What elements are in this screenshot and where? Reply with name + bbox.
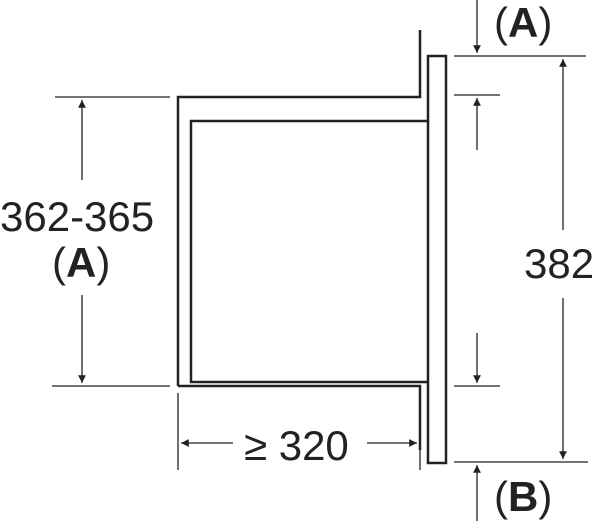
cabinet-outline [176, 30, 422, 386]
bottom-gap-letter: B [508, 473, 539, 520]
height-range-label: 362-365 [0, 193, 155, 240]
front-panel [426, 54, 448, 465]
depth-label: ≥ 320 [244, 422, 349, 469]
appliance-body [189, 119, 428, 384]
height-note-letter: A [66, 239, 97, 286]
total-height-label: 382 [524, 240, 595, 287]
top-gap-label: (A) [494, 0, 553, 46]
bottom-gap-label: (B) [494, 473, 553, 520]
height-note-label: (A) [52, 239, 111, 286]
top-gap-letter: A [508, 0, 539, 46]
